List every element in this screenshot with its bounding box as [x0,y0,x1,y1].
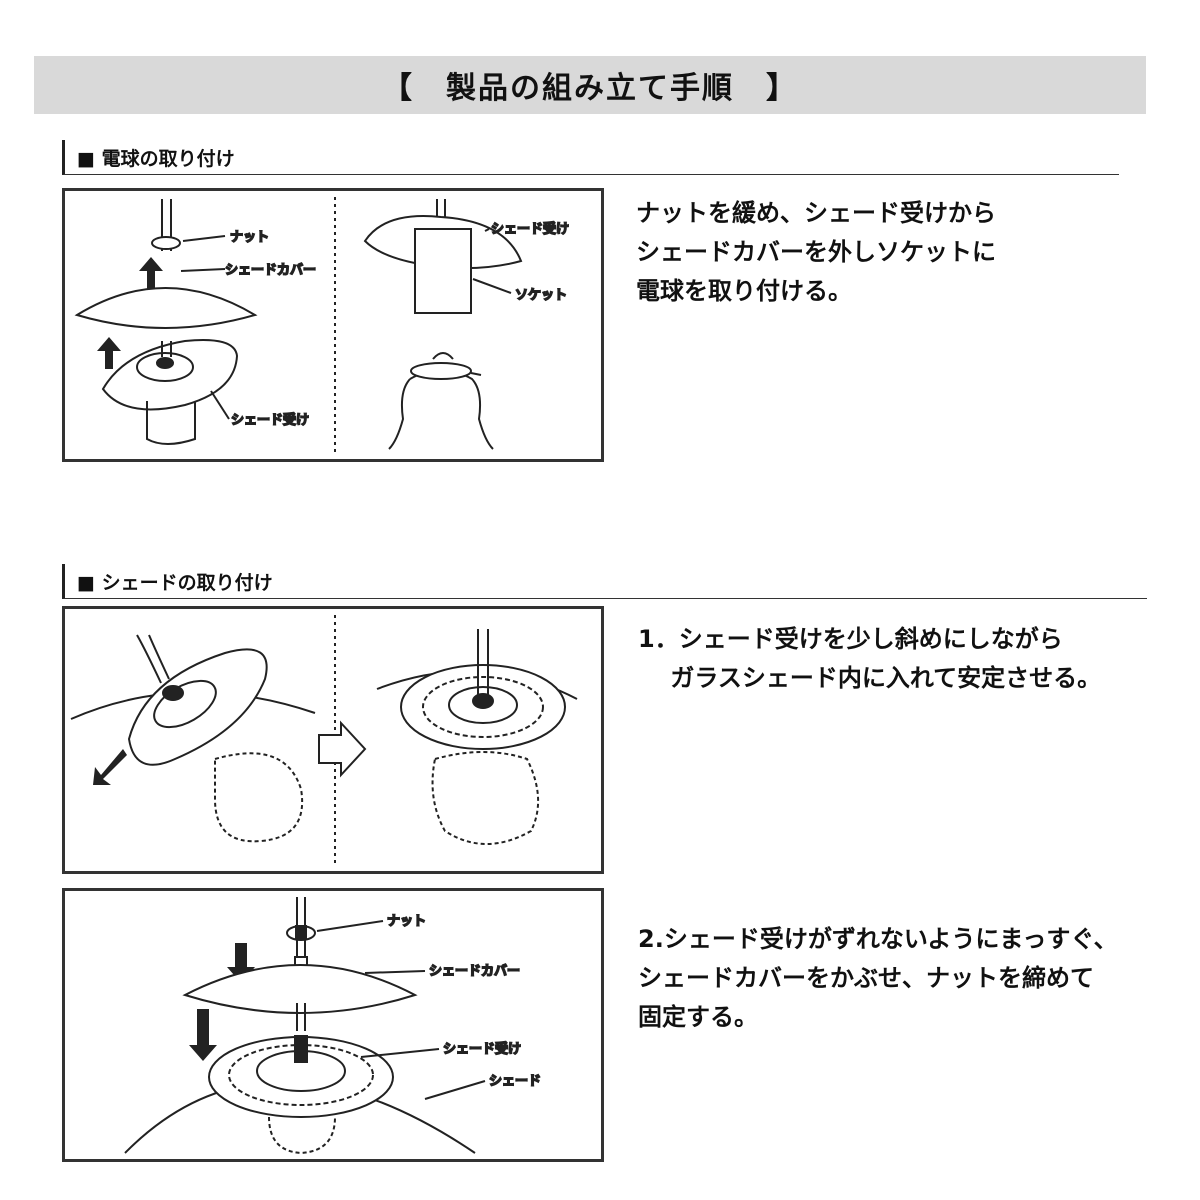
label-socket: ソケット [515,288,567,303]
shade-step1-instructions: 1．シェード受けを少し斜めにしながら ガラスシェード内に入れて安定させる。 [638,620,1101,698]
label-shade-cover-1: シェードカバー [225,263,316,278]
shade-step2-line-1: 2.シェード受けがずれないようにまっすぐ、 [638,925,1118,953]
label-nut-2: ナット [387,914,426,929]
bulb-illustration: ナット シェードカバー シェード受け シェード受け ソケット [62,188,604,462]
label-shade: シェード [489,1074,541,1089]
page-title: 【 製品の組み立て手順 】 [382,71,798,106]
shade-step2-illustration: ナット シェードカバー シェード受け シェード [62,888,604,1162]
shade-step1-line-1: 1．シェード受けを少し斜めにしながら [638,625,1063,653]
shade-step2-instructions: 2.シェード受けがずれないようにまっすぐ、 シェードカバーをかぶせ、ナットを締め… [638,920,1118,1037]
bulb-instructions: ナットを緩め、シェード受けから シェードカバーを外しソケットに 電球を取り付ける… [636,194,996,311]
shade-step2-line-3: 固定する。 [638,1003,758,1031]
bulb-instruction-line-2: シェードカバーを外しソケットに [636,238,996,266]
section-heading-shade: ■ シェードの取り付け [62,564,1147,599]
label-shade-receiver-3: シェード受け [443,1042,521,1057]
bulb-instruction-line-1: ナットを緩め、シェード受けから [636,199,996,227]
shade-step2-line-2: シェードカバーをかぶせ、ナットを締めて [638,964,1094,992]
section-heading-bulb: ■ 電球の取り付け [62,140,1119,175]
bulb-instruction-line-3: 電球を取り付ける。 [636,277,852,305]
title-bar: 【 製品の組み立て手順 】 [34,56,1146,114]
shade-step1-line-2: ガラスシェード内に入れて安定させる。 [638,664,1102,692]
label-nut-1: ナット [230,230,269,245]
section-heading-shade-text: ■ シェードの取り付け [77,572,273,594]
section-heading-bulb-text: ■ 電球の取り付け [77,148,235,170]
label-shade-cover-2: シェードカバー [429,964,520,979]
shade-step1-illustration [62,606,604,874]
label-shade-receiver-1: シェード受け [231,413,309,428]
label-shade-receiver-2: シェード受け [491,222,569,237]
